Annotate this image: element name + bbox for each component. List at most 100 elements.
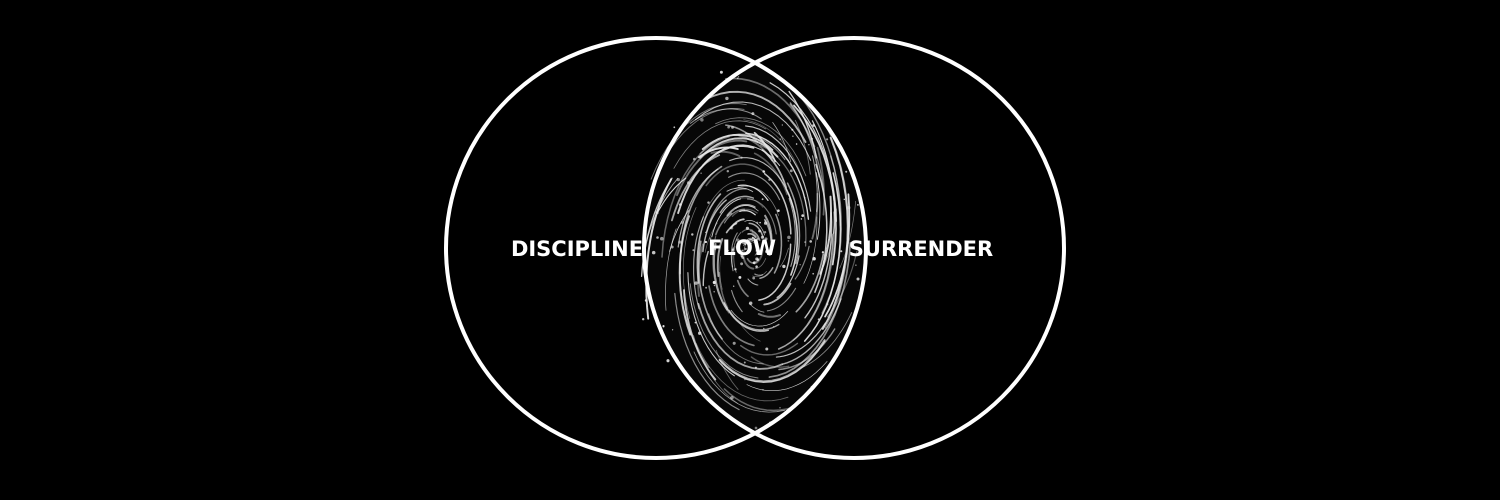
swirl-dot bbox=[744, 247, 747, 251]
swirl-dot bbox=[812, 256, 816, 261]
swirl-dot bbox=[840, 250, 843, 253]
swirl-dot bbox=[655, 211, 659, 215]
swirl-stroke bbox=[693, 334, 738, 404]
swirl-stroke bbox=[753, 131, 777, 163]
swirl-stroke bbox=[776, 255, 800, 299]
swirl-stroke bbox=[730, 309, 789, 327]
swirl-stroke bbox=[736, 279, 749, 298]
swirl-stroke bbox=[730, 232, 738, 268]
swirl-stroke bbox=[746, 198, 777, 235]
swirl-stroke bbox=[661, 135, 730, 258]
swirl-stroke bbox=[739, 342, 799, 356]
swirl-stroke bbox=[697, 243, 704, 297]
swirl-dot bbox=[732, 341, 736, 345]
swirl-stroke bbox=[702, 250, 709, 287]
swirl-dot bbox=[698, 331, 702, 335]
swirl-stroke bbox=[695, 342, 789, 402]
swirl-stroke bbox=[773, 213, 783, 274]
swirl-stroke bbox=[748, 302, 765, 313]
swirl-dot bbox=[785, 432, 788, 434]
swirl-stroke bbox=[683, 289, 717, 381]
swirl-stroke bbox=[715, 349, 739, 390]
swirl-dot bbox=[694, 321, 697, 324]
swirl-stroke bbox=[677, 168, 719, 248]
swirl-stroke bbox=[731, 289, 743, 313]
swirl-dot bbox=[758, 229, 761, 233]
swirl-dot bbox=[763, 327, 765, 330]
swirl-stroke bbox=[824, 193, 851, 318]
swirl-stroke bbox=[711, 198, 742, 238]
swirl-stroke bbox=[778, 328, 836, 371]
swirl-stroke bbox=[745, 125, 812, 212]
swirl-stroke bbox=[789, 102, 820, 178]
swirl-dot bbox=[713, 290, 715, 293]
swirl-stroke bbox=[747, 242, 752, 246]
swirl-dot bbox=[727, 125, 730, 129]
swirl-dot bbox=[666, 359, 670, 363]
swirl-stroke bbox=[749, 230, 761, 241]
swirl-dot bbox=[705, 286, 708, 289]
swirl-dot bbox=[787, 235, 791, 240]
swirl-dot bbox=[752, 276, 756, 280]
swirl-stroke bbox=[677, 144, 755, 215]
swirl-dot bbox=[651, 250, 656, 255]
swirl-dot bbox=[827, 109, 830, 112]
swirl-dot bbox=[768, 178, 771, 181]
swirl-dot bbox=[845, 170, 848, 173]
swirl-dot bbox=[752, 261, 756, 265]
swirl-dot bbox=[787, 240, 790, 242]
swirl-stroke bbox=[788, 198, 796, 267]
swirl-stroke bbox=[758, 243, 792, 301]
swirl-stroke bbox=[738, 134, 774, 162]
swirl-dot bbox=[686, 181, 691, 185]
swirl-dot bbox=[826, 303, 829, 306]
swirl-stroke bbox=[728, 172, 781, 201]
label-surrender: SURRENDER bbox=[849, 237, 993, 261]
swirl-dot bbox=[742, 241, 745, 245]
swirl-stroke bbox=[763, 172, 792, 235]
swirl-stroke bbox=[795, 253, 825, 313]
swirl-dot bbox=[731, 248, 734, 251]
swirl-dot bbox=[741, 249, 744, 252]
swirl-dot bbox=[826, 138, 829, 141]
swirl-stroke bbox=[656, 177, 687, 214]
swirl-stroke bbox=[701, 133, 774, 151]
swirl-stroke bbox=[819, 195, 832, 275]
swirl-stroke bbox=[689, 283, 759, 379]
swirl-stroke bbox=[736, 197, 764, 208]
swirl-dot bbox=[644, 299, 648, 302]
swirl-dot bbox=[756, 237, 759, 240]
swirl-dot bbox=[791, 128, 794, 131]
swirl-stroke bbox=[803, 216, 818, 284]
swirl-dot bbox=[773, 325, 775, 328]
swirl-dot bbox=[813, 404, 815, 407]
swirl-dot bbox=[759, 221, 761, 224]
swirl-stroke bbox=[763, 282, 792, 306]
swirl-stroke bbox=[750, 356, 790, 368]
swirl-dot bbox=[789, 169, 793, 173]
swirl-stroke bbox=[794, 245, 810, 280]
swirl-stroke bbox=[753, 152, 788, 196]
swirl-dot bbox=[762, 389, 764, 391]
swirl-dot bbox=[745, 226, 750, 230]
swirl-stroke bbox=[676, 139, 748, 197]
swirl-stroke bbox=[705, 188, 747, 233]
swirl-dot bbox=[676, 177, 680, 182]
swirl-stroke bbox=[755, 245, 757, 252]
swirl-stroke bbox=[769, 82, 838, 222]
swirl-dot bbox=[808, 143, 810, 146]
swirl-dot bbox=[680, 221, 684, 224]
swirl-dot bbox=[755, 257, 759, 261]
swirl-dot bbox=[764, 220, 767, 222]
swirl-dot bbox=[707, 201, 710, 204]
swirl-dot bbox=[804, 197, 806, 199]
right-circle bbox=[642, 36, 1066, 460]
swirl-stroke bbox=[645, 178, 673, 320]
swirl-stroke bbox=[748, 222, 764, 238]
swirl-stroke bbox=[715, 117, 807, 177]
swirl-stroke bbox=[682, 207, 697, 319]
swirl-stroke bbox=[785, 187, 799, 276]
swirl-stroke bbox=[777, 233, 834, 350]
swirl-dot bbox=[812, 124, 815, 127]
swirl-stroke bbox=[708, 285, 755, 347]
